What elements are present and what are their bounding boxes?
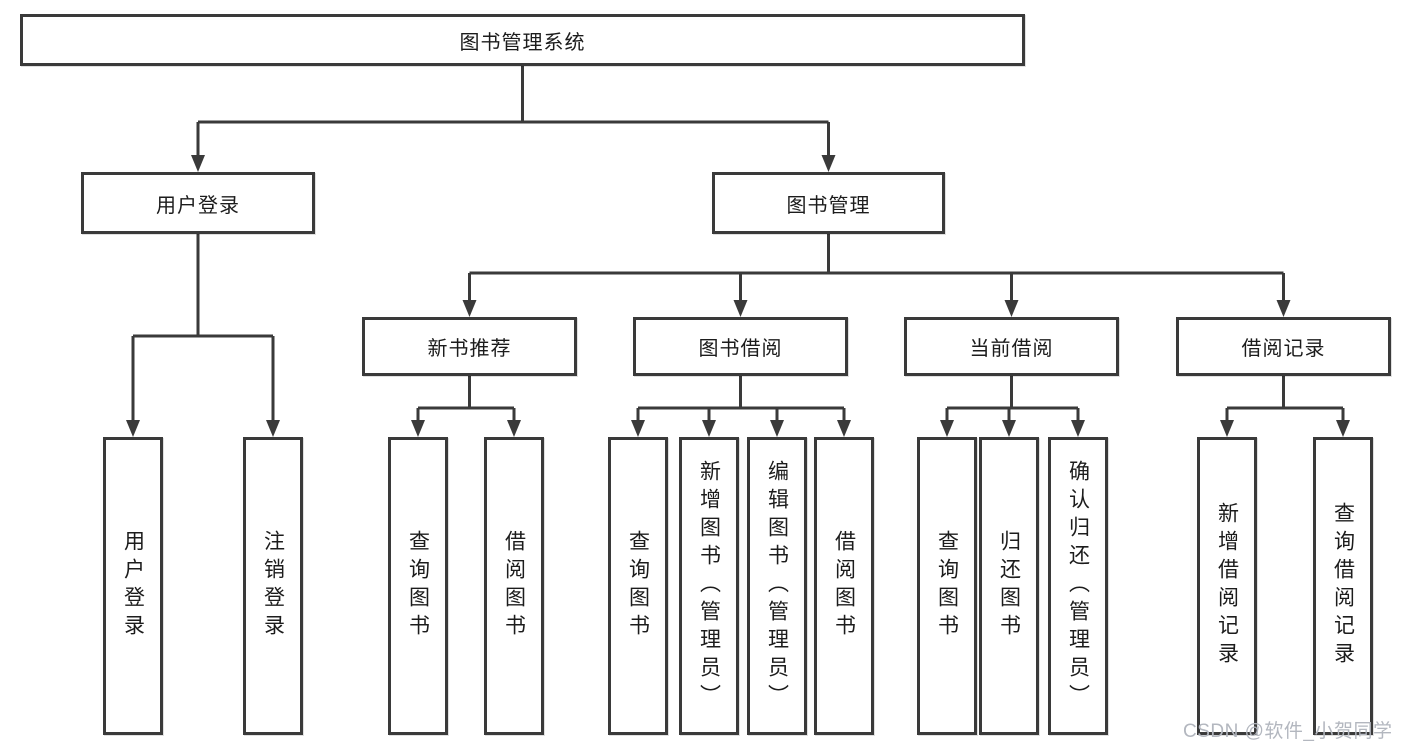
node-label: 用户登录 (156, 194, 240, 217)
leaf-label: 确认归还（管理员） (1066, 460, 1090, 712)
leaf-label: 查询图书 (626, 530, 650, 642)
leaf-logout: 注销登录 (243, 437, 303, 735)
node-user-login: 用户登录 (81, 172, 315, 234)
leaf-label: 用户登录 (121, 530, 145, 642)
node-book-management: 图书管理 (712, 172, 945, 234)
node-book-borrowing: 图书借阅 (633, 317, 848, 376)
node-borrowing-records: 借阅记录 (1176, 317, 1391, 376)
leaf-borrow-books-borrowing: 借阅图书 (814, 437, 874, 735)
leaf-label: 新增借阅记录 (1215, 502, 1239, 670)
leaf-user-login: 用户登录 (103, 437, 163, 735)
node-new-book-recommendation: 新书推荐 (362, 317, 577, 376)
leaf-confirm-return-admin: 确认归还（管理员） (1048, 437, 1108, 735)
leaf-query-books-current: 查询图书 (917, 437, 977, 735)
leaf-label: 查询图书 (935, 530, 959, 642)
leaf-label: 编辑图书（管理员） (765, 460, 789, 712)
leaf-add-books-admin: 新增图书（管理员） (679, 437, 739, 735)
node-label: 新书推荐 (427, 338, 512, 360)
leaf-return-books: 归还图书 (979, 437, 1039, 735)
leaf-edit-books-admin: 编辑图书（管理员） (747, 437, 807, 735)
leaf-label: 借阅图书 (832, 530, 856, 642)
watermark: CSDN @软件_小贺同学 (1183, 721, 1393, 742)
leaf-query-books-borrowing: 查询图书 (608, 437, 668, 735)
node-label: 图书管理 (786, 194, 871, 217)
node-current-borrowing: 当前借阅 (904, 317, 1119, 376)
leaf-query-books-recommend: 查询图书 (388, 437, 448, 735)
leaf-label: 新增图书（管理员） (697, 460, 721, 712)
leaf-label: 借阅图书 (502, 530, 526, 642)
leaf-add-borrow-record: 新增借阅记录 (1197, 437, 1257, 735)
node-label: 图书管理系统 (459, 31, 586, 54)
node-library-management-system: 图书管理系统 (20, 14, 1025, 66)
leaf-label: 查询图书 (406, 530, 430, 642)
leaf-label: 查询借阅记录 (1331, 502, 1355, 670)
leaf-borrow-books-recommend: 借阅图书 (484, 437, 544, 735)
leaf-query-borrow-record: 查询借阅记录 (1313, 437, 1373, 735)
node-label: 借阅记录 (1241, 338, 1326, 360)
leaf-label: 注销登录 (261, 530, 285, 642)
node-label: 当前借阅 (969, 338, 1054, 360)
node-label: 图书借阅 (698, 338, 783, 360)
leaf-label: 归还图书 (997, 530, 1021, 642)
